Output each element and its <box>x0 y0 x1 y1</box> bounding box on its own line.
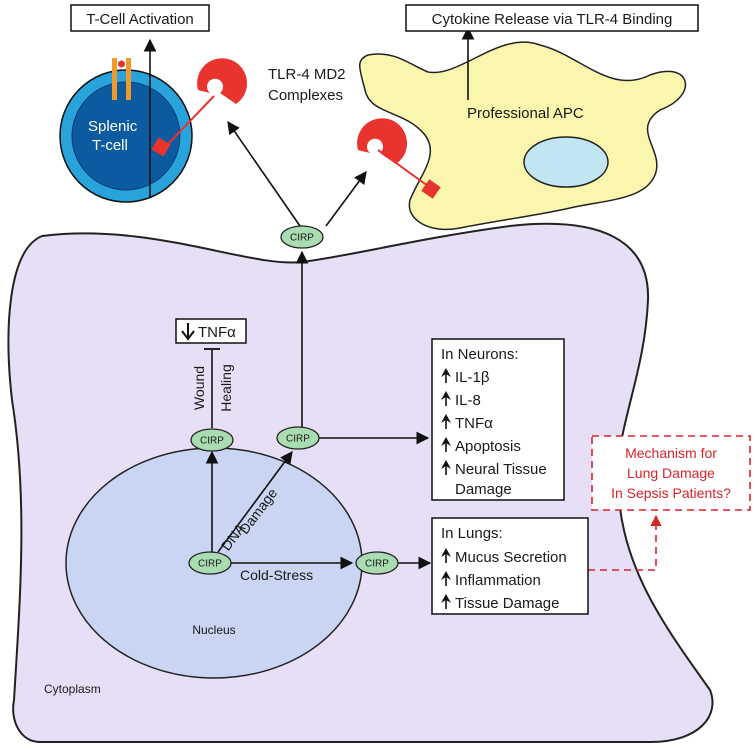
tcell-activation-box <box>70 4 210 32</box>
arrow-dna-damage <box>217 450 293 553</box>
lungs-item: Mucus Secretion <box>455 549 567 566</box>
neurons-list: IL-1β IL-8 TNFα Apoptosis Neural Tissue … <box>441 368 547 498</box>
arrow-cirp-to-tlr4-right <box>325 170 367 227</box>
neurons-item: TNFα <box>455 415 493 432</box>
up-arrow-icon <box>441 368 451 383</box>
tlr4-md2-complex-icon <box>151 58 248 157</box>
neurons-box <box>431 338 565 501</box>
cirp-oval: CIRP <box>276 426 320 450</box>
svg-text:CIRP: CIRP <box>198 559 222 570</box>
up-arrow-icon <box>441 460 451 475</box>
tlr4-label: TLR-4 MD2 <box>268 66 346 83</box>
up-arrow-icon <box>441 437 451 452</box>
arrow-cirp-to-tlr4-left <box>227 120 301 227</box>
lungs-item: Tissue Damage <box>455 595 560 612</box>
cirp-oval: CIRP <box>355 551 399 575</box>
mechanism-label: Mechanism for <box>625 445 717 461</box>
neurons-item: IL-1β <box>455 369 490 386</box>
healing-label: Healing <box>218 364 234 411</box>
mechanism-box <box>591 435 751 511</box>
cytokine-release-label: Cytokine Release via TLR-4 Binding <box>432 11 673 28</box>
down-arrow-icon <box>181 323 195 341</box>
splenic-tcell-label: T-cell <box>92 137 128 154</box>
svg-text:CIRP: CIRP <box>365 559 389 570</box>
up-arrow-icon <box>441 594 451 609</box>
mechanism-label: Lung Damage <box>627 465 715 481</box>
neurons-item-continuation: Damage <box>455 481 512 498</box>
svg-text:CIRP: CIRP <box>286 434 310 445</box>
neurons-item: Apoptosis <box>455 438 521 455</box>
up-arrow-icon <box>441 571 451 586</box>
nucleus-label: Nucleus <box>192 623 235 637</box>
professional-apc-cell <box>359 41 687 231</box>
cytokine-release-box <box>405 4 699 32</box>
splenic-tcell-label: Splenic <box>88 118 138 135</box>
cytoplasm-label: Cytoplasm <box>44 682 101 696</box>
tlr4-md2-complex-icon <box>357 118 441 199</box>
tcell-activation-label: T-Cell Activation <box>86 11 194 28</box>
svg-text:CIRP: CIRP <box>290 233 314 244</box>
mechanism-label: In Sepsis Patients? <box>611 485 731 501</box>
lungs-title: In Lungs: <box>441 525 503 542</box>
lungs-box <box>431 517 589 615</box>
neurons-title: In Neurons: <box>441 346 519 363</box>
apc-nucleus <box>523 136 609 188</box>
cirp-oval: CIRP <box>190 428 234 452</box>
up-arrow-icon <box>441 391 451 406</box>
up-arrow-icon <box>441 548 451 563</box>
lungs-item: Inflammation <box>455 572 541 589</box>
professional-apc-label: Professional APC <box>467 105 584 122</box>
tnf-decrease-label: TNFα <box>198 324 236 341</box>
lungs-list: Mucus Secretion Inflammation Tissue Dama… <box>441 548 567 612</box>
cirp-oval: CIRP <box>280 225 324 249</box>
t-cell-receptor-icon <box>112 58 131 100</box>
up-arrow-icon <box>441 414 451 429</box>
wound-label: Wound <box>191 366 207 410</box>
neurons-item: IL-8 <box>455 392 481 409</box>
svg-text:CIRP: CIRP <box>200 436 224 447</box>
tlr4-label: Complexes <box>268 87 343 104</box>
cold-stress-label: Cold-Stress <box>240 567 313 583</box>
neurons-item: Neural Tissue <box>455 461 547 478</box>
cirp-oval: CIRP <box>188 551 232 575</box>
